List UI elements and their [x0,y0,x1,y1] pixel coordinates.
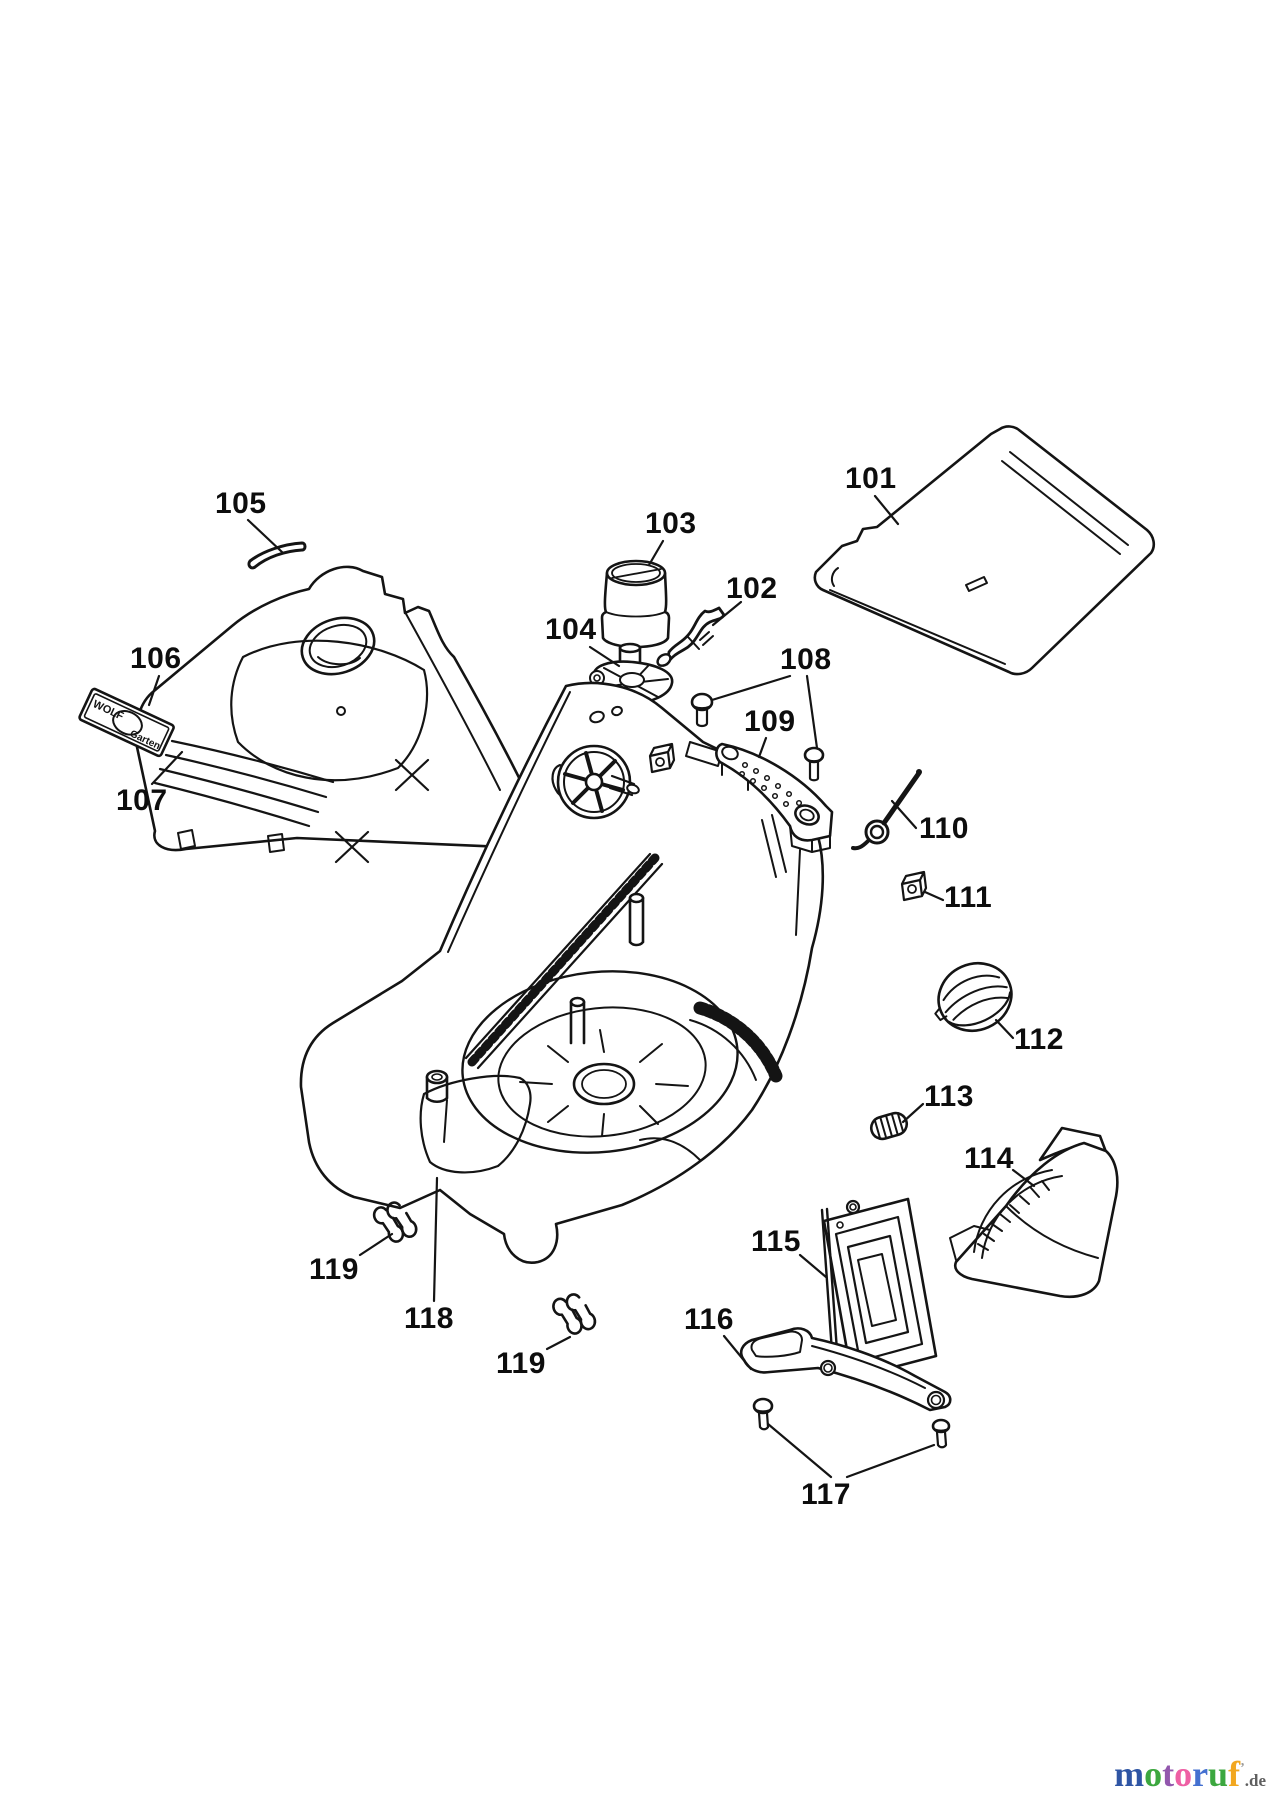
part-107-motor-cover: WOLF Garten [78,565,546,853]
part-104-impeller [589,642,674,705]
part-109-grip [715,742,834,853]
part-102-lever [656,606,726,667]
watermark-logo: motoruf’.de [1040,1756,1266,1792]
part-106-brand-sticker: WOLF Garten [78,687,175,758]
part-110-torsion-spring [851,769,922,851]
leader-lines [147,494,1036,1479]
part-label-108: 108 [780,643,832,676]
part-label-113: 113 [924,1080,974,1113]
part-111-square-nut [900,870,928,902]
part-103-cap [600,559,671,649]
part-112-cover-cap [934,962,1013,1032]
part-label-116: 116 [684,1303,734,1336]
part-118-chassis-deck [299,681,825,1264]
part-108-screws [690,692,825,782]
fan-wheel [551,744,640,820]
square-nut [648,742,676,774]
part-label-114: 114 [964,1142,1014,1175]
part-label-112: 112 [1014,1023,1064,1056]
part-label-104: 104 [545,613,597,646]
part-label-109: 109 [744,705,796,738]
part-116-bracket [739,1327,952,1412]
part-label-111: 111 [944,881,993,914]
part-label-117: 117 [801,1478,851,1511]
watermark-word: motoruf [1114,1754,1241,1794]
part-105-trim-strip [247,541,307,570]
part-label-103: 103 [645,507,697,540]
watermark-tick: ’ [1240,1761,1245,1776]
part-113-spring [869,1111,909,1141]
part-label-102: 102 [726,572,778,605]
part-117-screws [752,1397,951,1449]
part-label-106: 106 [130,642,182,675]
part-label-110: 110 [919,812,969,845]
part-label-118: 118 [404,1302,454,1335]
part-115-inner-panel [820,1197,938,1380]
part-label-119-right: 119 [496,1347,546,1380]
part-label-115: 115 [751,1225,801,1258]
part-label-101: 101 [845,462,897,495]
part-101-rear-flap [813,425,1156,676]
part-label-107: 107 [116,784,168,817]
watermark-suffix: .de [1244,1771,1266,1790]
part-label-119-left: 119 [309,1253,359,1286]
part-114-indicator-cover [949,1126,1119,1299]
part-label-105: 105 [215,487,267,520]
